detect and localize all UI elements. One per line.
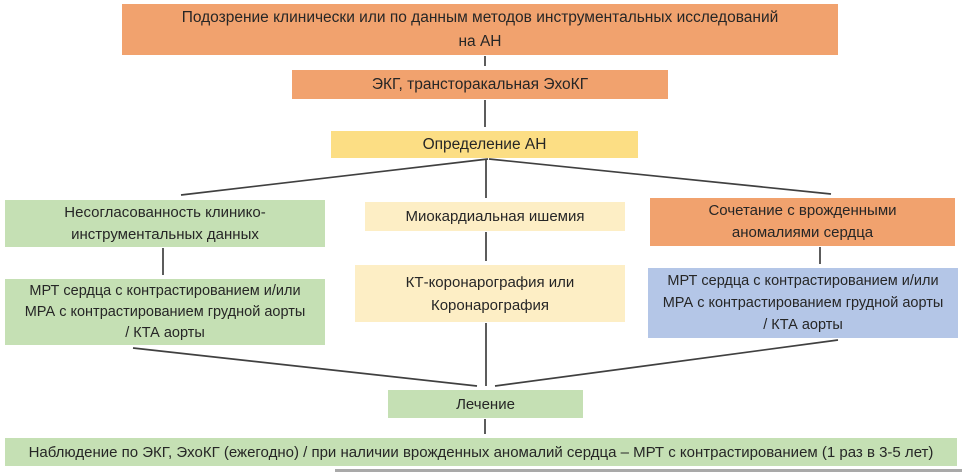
node-ischemia: Миокардиальная ишемия	[365, 202, 625, 231]
node-followup: Наблюдение по ЭКГ, ЭхоКГ (ежегодно) / пр…	[5, 438, 957, 466]
node-ecg-echo: ЭКГ, трансторакальная ЭхоКГ	[292, 70, 668, 99]
bottom-edge-line	[335, 469, 962, 472]
node-treatment: Лечение	[388, 390, 583, 418]
arrow-mri-left-to-treatment	[132, 347, 478, 387]
node-mri-mra-right: МРТ сердца с контрастированием и/или МРА…	[648, 268, 958, 338]
arrow-definition-to-discrepancy	[180, 158, 489, 196]
node-mri-mra-left: МРТ сердца с контрастированием и/или МРА…	[5, 279, 325, 345]
node-suspicion: Подозрение клинически или по данным мето…	[122, 4, 838, 55]
node-definition: Определение АН	[331, 131, 638, 158]
node-discrepancy: Несогласованность клинико- инструменталь…	[5, 200, 325, 247]
node-ct-coronary: КТ-коронарография или Коронарография	[355, 265, 625, 322]
arrow-mri-right-to-treatment	[494, 339, 839, 387]
node-congenital-anomalies: Сочетание с врожденными аномалиями сердц…	[650, 198, 955, 246]
arrow-definition-to-congenital	[488, 158, 832, 195]
